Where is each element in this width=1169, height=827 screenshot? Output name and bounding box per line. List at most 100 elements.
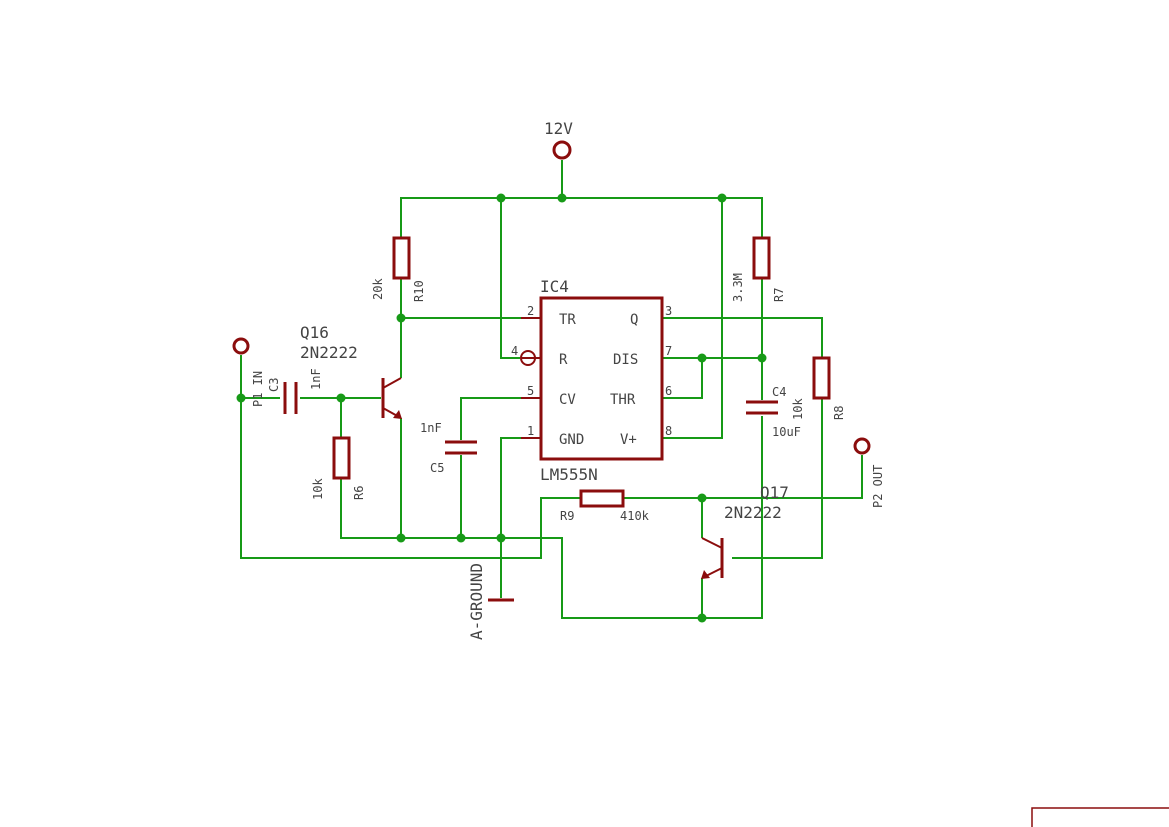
- port-p1-in[interactable]: P1 IN: [232, 337, 265, 407]
- transistor-ref: Q17: [760, 483, 789, 502]
- junction-dot: [557, 193, 567, 203]
- resistor-ref: R7: [772, 288, 786, 302]
- wire-cv: [460, 397, 541, 440]
- port-p2-out[interactable]: P2 OUT: [853, 437, 885, 508]
- pin-name: R: [559, 352, 568, 368]
- transistor-ref: Q16: [300, 323, 329, 342]
- ground-label: A-GROUND: [467, 563, 486, 640]
- ic-body: [539, 296, 664, 461]
- capacitor-ref: C4: [772, 385, 786, 399]
- resistor-value: 410k: [620, 509, 650, 523]
- port-terminal-icon: [853, 437, 871, 455]
- junction-dot: [396, 313, 406, 323]
- junction-dot: [496, 533, 506, 543]
- pin-number: 4: [511, 344, 518, 358]
- junction-dot: [496, 193, 506, 203]
- resistor-ref: R10: [412, 280, 426, 302]
- wire-q17-emitter: [501, 537, 703, 619]
- wire-out: [623, 455, 863, 499]
- wire-gnd: [500, 437, 541, 598]
- pin-number: 6: [665, 384, 672, 398]
- wire-q-output: [662, 317, 823, 358]
- supply-label: 12V: [544, 119, 573, 138]
- pin-name: TR: [559, 312, 576, 328]
- pin-name: V+: [620, 432, 637, 448]
- ground-symbol[interactable]: A-GROUND: [467, 563, 514, 640]
- resistor-ref: R6: [352, 486, 366, 500]
- pin-number: 1: [527, 424, 534, 438]
- resistor-r6[interactable]: 10k R6: [311, 436, 366, 500]
- pin-name: THR: [610, 392, 636, 408]
- drawing-frame-corner: [1031, 807, 1169, 827]
- ic-value: LM555N: [540, 465, 598, 484]
- junction-dot: [757, 353, 767, 363]
- wire-reset: [500, 198, 520, 359]
- ic4-lm555[interactable]: IC4 LM555N 2 TR 4 R 5 CV 1 GND 3 Q 7 DIS…: [511, 277, 672, 484]
- transistor-collector-icon: [382, 377, 402, 389]
- resistor-r10[interactable]: 20k R10: [371, 236, 426, 302]
- junctions: [236, 193, 767, 623]
- supply-12v[interactable]: 12V: [544, 119, 573, 160]
- transistor-collector-icon: [701, 537, 723, 549]
- transistor-q17[interactable]: Q17 2N2222: [701, 483, 789, 579]
- wire-outer-loop: [240, 398, 581, 559]
- junction-dot: [236, 393, 246, 403]
- pin-name: GND: [559, 432, 584, 448]
- wire-supply-rail: [400, 197, 763, 238]
- port-p2-label: P2 OUT: [871, 465, 885, 508]
- junction-dot: [396, 533, 406, 543]
- pin-number: 8: [665, 424, 672, 438]
- pin-name: CV: [559, 392, 576, 408]
- resistor-body-icon: [579, 489, 625, 508]
- resistor-body-icon: [392, 236, 411, 280]
- wire-thr: [662, 358, 703, 399]
- capacitor-value: 10uF: [772, 425, 801, 439]
- wire-r8-base: [732, 398, 823, 559]
- transistor-value: 2N2222: [300, 343, 358, 362]
- resistor-value: 10k: [791, 398, 805, 420]
- junction-dot: [697, 613, 707, 623]
- capacitor-ref: C5: [430, 461, 444, 475]
- capacitor-c3[interactable]: C3 1nF: [267, 368, 323, 414]
- capacitor-value: 1nF: [420, 421, 442, 435]
- resistor-ref: R9: [560, 509, 574, 523]
- resistor-r8[interactable]: 10k R8: [791, 356, 846, 420]
- wire-c4-bottom: [702, 416, 763, 619]
- pin-name: DIS: [613, 352, 638, 368]
- capacitor-value: 1nF: [309, 368, 323, 390]
- resistor-body-icon: [812, 356, 831, 400]
- wire-ground-bus: [340, 478, 501, 539]
- resistor-value: 20k: [371, 278, 385, 300]
- resistor-value: 10k: [311, 478, 325, 500]
- resistor-ref: R8: [832, 406, 846, 420]
- emitter-arrow-icon: [393, 410, 402, 419]
- emitter-arrow-icon: [701, 570, 710, 579]
- transistor-q16[interactable]: Q16 2N2222: [300, 323, 402, 419]
- wires: [240, 160, 863, 619]
- supply-terminal-icon: [552, 140, 572, 160]
- pin-number: 2: [527, 304, 534, 318]
- resistor-value: 3.3M: [731, 273, 745, 302]
- resistor-body-icon: [752, 236, 771, 280]
- junction-dot: [336, 393, 346, 403]
- pin-number: 5: [527, 384, 534, 398]
- resistor-r9[interactable]: R9 410k: [560, 489, 650, 523]
- capacitor-ref: C3: [267, 378, 281, 392]
- ic-ref: IC4: [540, 277, 569, 296]
- resistor-body-icon: [332, 436, 351, 480]
- junction-dot: [456, 533, 466, 543]
- junction-dot: [697, 353, 707, 363]
- pin-number: 7: [665, 344, 672, 358]
- port-p1-label: P1 IN: [251, 371, 265, 407]
- pin-number: 3: [665, 304, 672, 318]
- resistor-r7[interactable]: 3.3M R7: [731, 236, 786, 302]
- wire-vplus: [662, 198, 723, 439]
- junction-dot: [697, 493, 707, 503]
- capacitor-c4[interactable]: C4 10uF: [746, 385, 801, 439]
- junction-dot: [717, 193, 727, 203]
- capacitor-c5[interactable]: 1nF C5: [420, 421, 477, 475]
- pin-name: Q: [630, 312, 638, 328]
- port-terminal-icon: [232, 337, 250, 355]
- transistor-value: 2N2222: [724, 503, 782, 522]
